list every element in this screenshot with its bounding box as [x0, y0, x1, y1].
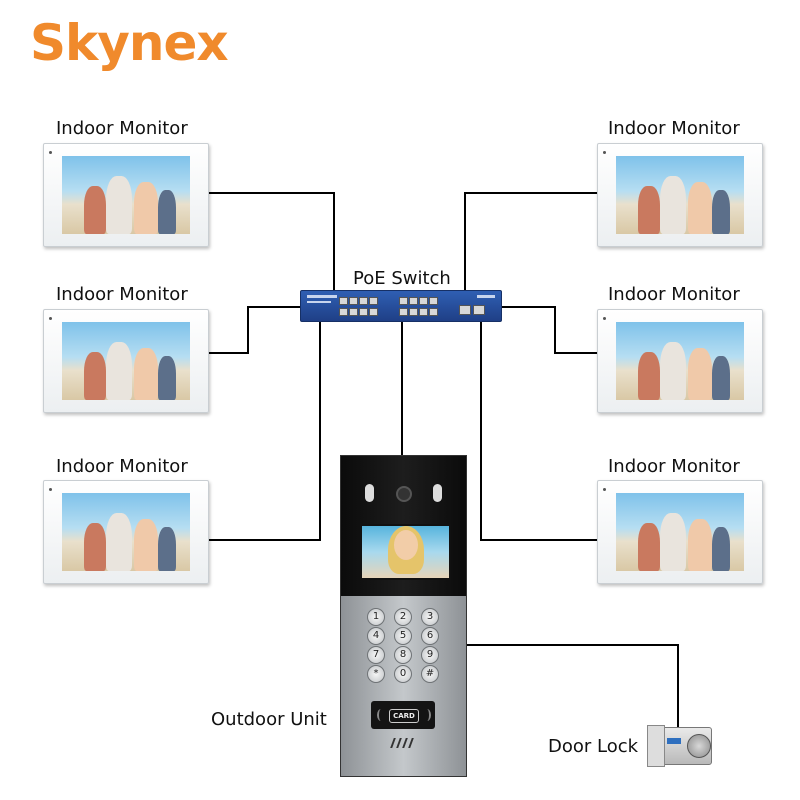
rfid-wave-left-icon	[377, 709, 385, 721]
keypad-key-star[interactable]: *	[367, 665, 385, 683]
indoor-monitor-label-1: Indoor Monitor	[56, 118, 188, 139]
wire-monitor-2	[207, 306, 300, 354]
indoor-monitor-label-2: Indoor Monitor	[56, 284, 188, 305]
indoor-monitor-2	[43, 309, 209, 413]
wire-monitor-3	[207, 320, 321, 541]
lock-cylinder-icon	[687, 734, 711, 758]
card-reader[interactable]: CARD	[371, 701, 435, 729]
indoor-monitor-3	[43, 480, 209, 584]
indoor-monitor-label-5: Indoor Monitor	[608, 284, 740, 305]
monitor-screen-image	[62, 493, 190, 571]
outdoor-unit-display	[360, 524, 451, 580]
wire-door-lock	[465, 644, 679, 727]
indoor-monitor-1	[43, 143, 209, 247]
keypad-key-0[interactable]: 0	[394, 665, 412, 683]
brand-logo: Skynex	[30, 14, 229, 72]
indoor-monitor-6	[597, 480, 763, 584]
indoor-monitor-label-6: Indoor Monitor	[608, 456, 740, 477]
monitor-screen-image	[616, 322, 744, 400]
keypad-key-5[interactable]: 5	[394, 627, 412, 645]
door-lock-badge	[667, 738, 681, 744]
keypad-key-3[interactable]: 3	[421, 608, 439, 626]
card-reader-label: CARD	[389, 709, 419, 723]
keypad-key-4[interactable]: 4	[367, 627, 385, 645]
wire-monitor-6	[480, 320, 598, 541]
keypad-key-8[interactable]: 8	[394, 646, 412, 664]
infrared-led-right	[433, 484, 442, 502]
door-lock-plate	[647, 725, 665, 767]
wire-monitor-1	[207, 192, 335, 290]
keypad-key-hash[interactable]: #	[421, 665, 439, 683]
keypad-key-6[interactable]: 6	[421, 627, 439, 645]
rfid-wave-right-icon	[423, 709, 431, 721]
outdoor-unit: 1 2 3 4 5 6 7 8 9 * 0 # CARD	[340, 455, 467, 777]
infrared-led-left	[365, 484, 374, 502]
outdoor-unit-label: Outdoor Unit	[211, 709, 327, 730]
monitor-screen-image	[62, 156, 190, 234]
monitor-screen-image	[62, 322, 190, 400]
monitor-screen-image	[616, 156, 744, 234]
indoor-monitor-4	[597, 143, 763, 247]
indoor-monitor-label-4: Indoor Monitor	[608, 118, 740, 139]
camera-lens-icon	[396, 486, 412, 502]
door-lock-label: Door Lock	[548, 736, 639, 757]
wire-monitor-5	[500, 306, 598, 354]
monitor-screen-image	[616, 493, 744, 571]
poe-switch-label: PoE Switch	[353, 268, 451, 289]
keypad-key-9[interactable]: 9	[421, 646, 439, 664]
keypad-key-7[interactable]: 7	[367, 646, 385, 664]
indoor-monitor-5	[597, 309, 763, 413]
wire-monitor-4	[464, 192, 598, 290]
outdoor-unit-camera-panel	[341, 456, 466, 596]
keypad-key-2[interactable]: 2	[394, 608, 412, 626]
poe-switch	[300, 290, 502, 322]
door-lock	[647, 725, 712, 767]
indoor-monitor-label-3: Indoor Monitor	[56, 456, 188, 477]
keypad-key-1[interactable]: 1	[367, 608, 385, 626]
